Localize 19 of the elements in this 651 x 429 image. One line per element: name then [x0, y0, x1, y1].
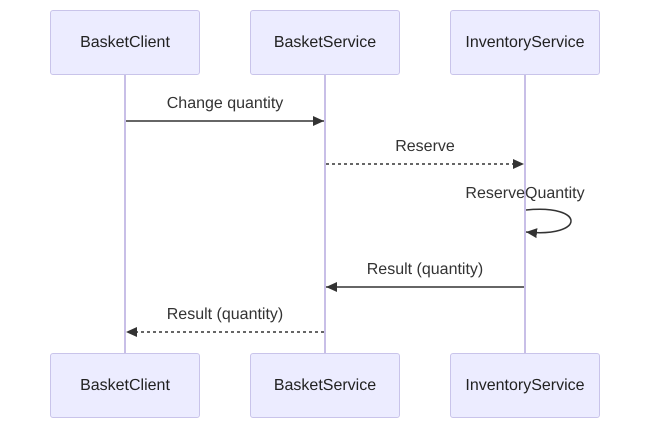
- lifeline: [524, 75, 526, 353]
- message-arrow: [326, 159, 524, 169]
- message-arrow: [526, 208, 572, 238]
- lifeline: [124, 75, 126, 353]
- participant-box: InventoryService: [450, 353, 600, 418]
- message-arrow: [126, 116, 324, 126]
- participant-box: BasketClient: [50, 353, 200, 418]
- message-label: ReserveQuantity: [465, 185, 585, 203]
- message-label: Result (quantity): [166, 306, 284, 324]
- message-arrow: [126, 327, 324, 337]
- message-arrow: [326, 282, 524, 292]
- participant-box: BasketService: [250, 10, 400, 75]
- lifeline: [324, 75, 326, 353]
- message-label: Change quantity: [166, 95, 284, 113]
- participant-box: BasketClient: [50, 10, 200, 75]
- message-label: Reserve: [395, 138, 455, 156]
- participant-box: InventoryService: [450, 10, 600, 75]
- participant-box: BasketService: [250, 353, 400, 418]
- message-label: Result (quantity): [366, 261, 484, 279]
